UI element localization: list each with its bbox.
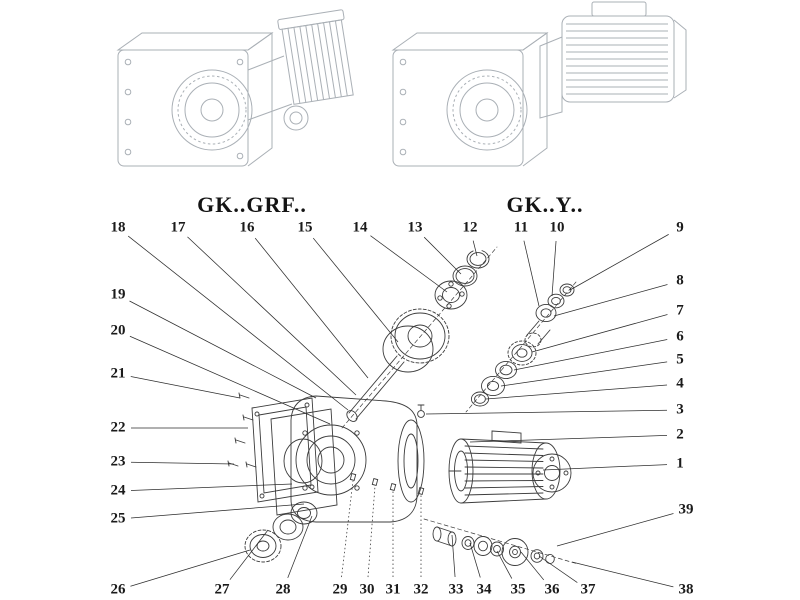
- leader-line-9: [569, 234, 669, 291]
- gear-housing: [290, 395, 425, 523]
- leader-line-24: [130, 483, 293, 491]
- front-cover-plates: [251, 397, 338, 516]
- leader-line-11: [523, 240, 540, 307]
- exploded-view: [227, 246, 579, 566]
- leader-line-35: [496, 550, 513, 579]
- leader-line-36: [520, 551, 545, 581]
- ribbed-adapter-sketch: [277, 9, 354, 105]
- model-label-gky: GK..Y..: [506, 192, 584, 217]
- electric-motor-sketch: [539, 1, 687, 119]
- output-bearing-set: [244, 501, 318, 563]
- leader-line-37: [538, 555, 578, 583]
- product-sketch-gkgrf: [116, 9, 354, 167]
- leader-line-7: [531, 314, 668, 353]
- leader-line-14: [370, 235, 448, 293]
- leader-line-26: [130, 549, 251, 587]
- breather-plug: [417, 410, 425, 418]
- leader-line-1: [542, 464, 668, 471]
- leader-line-17: [187, 236, 357, 396]
- leader-line-27: [229, 529, 269, 580]
- leader-line-21: [130, 376, 241, 399]
- leader-line-5: [500, 361, 668, 387]
- bevel-pinion-cluster: [470, 283, 575, 407]
- leader-line-38: [571, 561, 674, 588]
- leader-line-23: [130, 461, 235, 465]
- leader-line-28: [287, 515, 313, 579]
- leader-line-18: [127, 235, 349, 411]
- leader-line-12: [472, 240, 478, 257]
- leader-line-2: [469, 435, 668, 443]
- leader-lines: [127, 234, 674, 588]
- leader-line-19: [129, 300, 317, 399]
- leader-line-4: [485, 384, 668, 400]
- leader-line-16: [254, 237, 369, 379]
- leader-line-20: [129, 335, 331, 425]
- leader-line-13: [423, 236, 462, 275]
- leader-line-8: [553, 284, 668, 317]
- leader-line-6: [513, 339, 668, 371]
- model-label-gkgrf: GK..GRF..: [197, 192, 307, 217]
- leader-line-30: [367, 485, 376, 578]
- product-sketch-gky: [391, 1, 687, 167]
- leader-line-10: [551, 240, 557, 297]
- leader-line-29: [341, 480, 354, 578]
- drive-motor: [448, 430, 572, 504]
- leader-line-39: [556, 513, 674, 547]
- leader-line-25: [130, 503, 305, 519]
- output-shaft-assembly: [432, 526, 555, 566]
- assembly-axis-lines: [341, 246, 579, 565]
- cover-bolts: [227, 392, 257, 468]
- leader-line-15: [312, 237, 399, 343]
- leader-line-3: [425, 409, 668, 415]
- motor-mount-fasteners: [349, 473, 425, 495]
- input-shaft-gear-cluster: [346, 249, 490, 422]
- leader-line-34: [469, 542, 481, 578]
- leader-line-33: [451, 534, 456, 578]
